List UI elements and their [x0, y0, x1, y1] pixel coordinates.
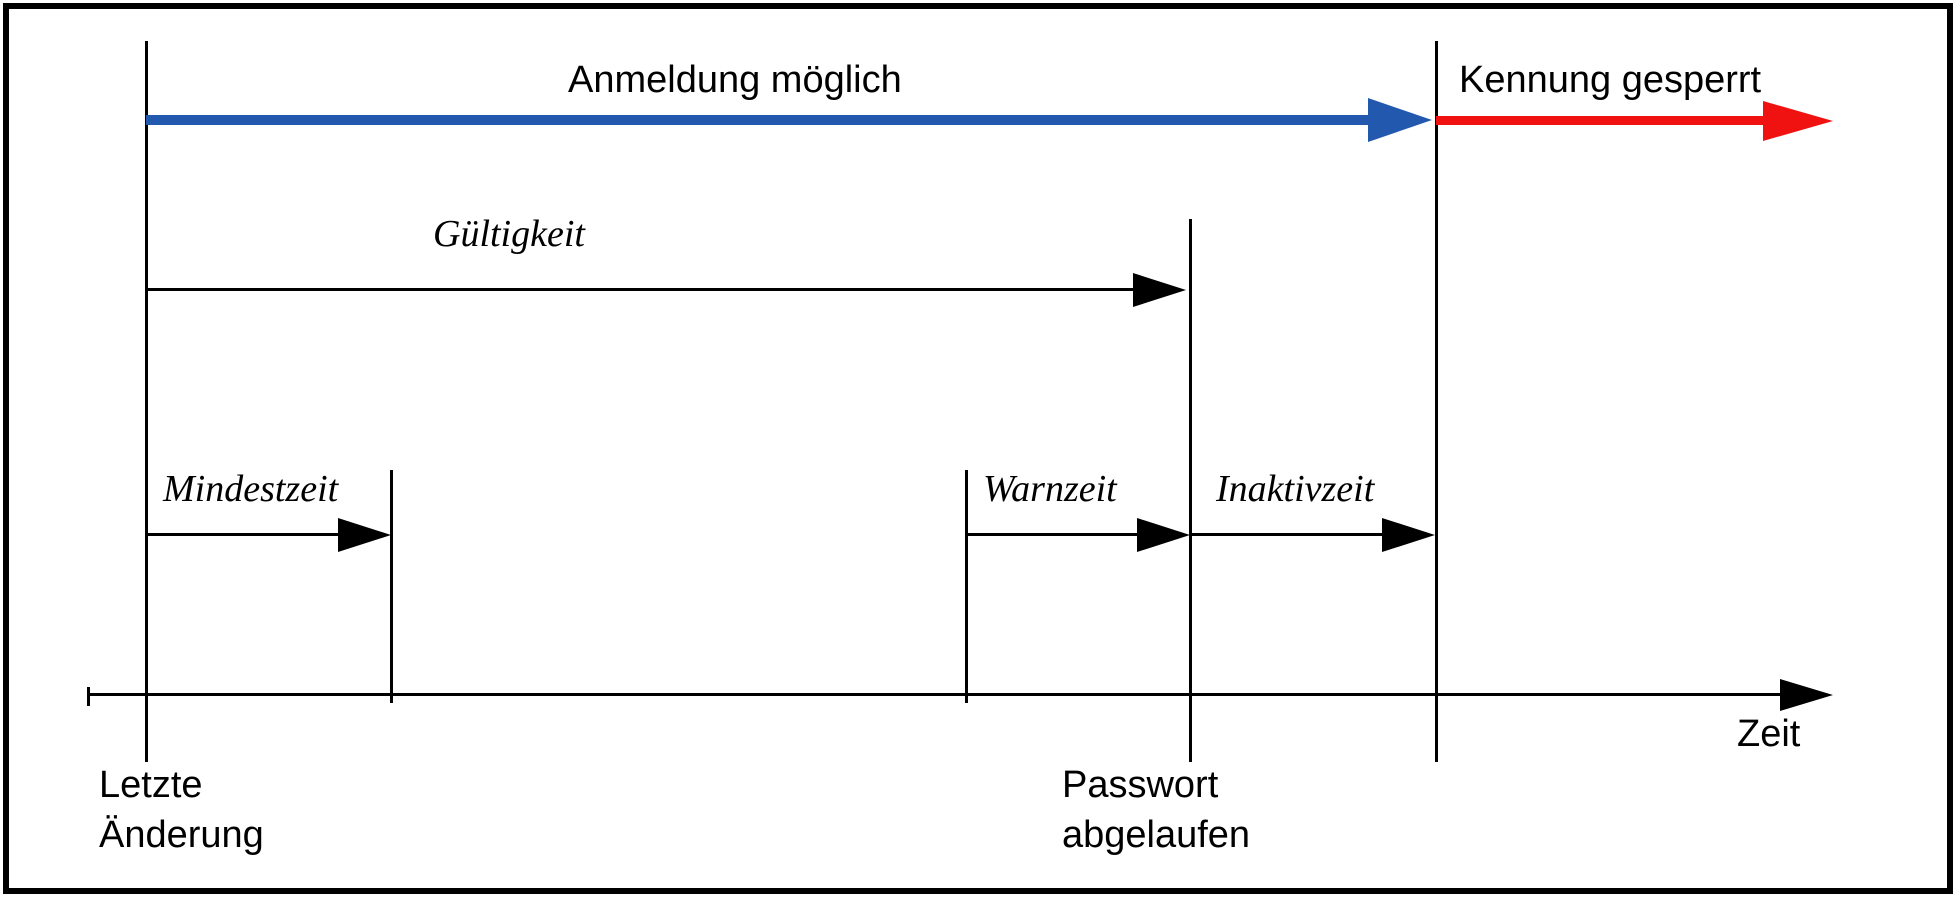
- login-possible-arrow-line: [146, 115, 1372, 125]
- login-possible-arrowhead-icon: [1368, 98, 1432, 142]
- minimum-time-end-line: [390, 470, 393, 703]
- password-expired-line: [1189, 219, 1192, 762]
- time-axis-label: Zeit: [1737, 713, 1801, 755]
- warning-time-arrow-line: [966, 533, 1140, 536]
- validity-label: Gültigkeit: [433, 213, 585, 255]
- account-locked-arrow-line: [1436, 116, 1768, 125]
- time-axis-line: [88, 693, 1780, 696]
- minimum-time-label: Mindestzeit: [163, 468, 339, 510]
- account-locked-line: [1435, 41, 1438, 762]
- inactivity-time-arrow-line: [1191, 533, 1385, 536]
- last-change-line: [145, 41, 148, 762]
- minimum-time-arrow-line: [146, 533, 342, 536]
- inactivity-time-arrowhead-icon: [1382, 518, 1435, 552]
- time-axis-arrowhead-icon: [1780, 679, 1833, 711]
- password-expired-label: Passwort abgelaufen: [1062, 764, 1251, 857]
- minimum-time-arrowhead-icon: [338, 518, 391, 552]
- validity-arrowhead-icon: [1133, 273, 1186, 307]
- warning-time-start-line: [965, 470, 968, 703]
- validity-arrow-line: [146, 288, 1137, 291]
- inactivity-time-label: Inaktivzeit: [1216, 468, 1375, 510]
- warning-time-arrowhead-icon: [1137, 518, 1190, 552]
- diagram-border: [3, 3, 1953, 894]
- time-axis-origin-tick: [87, 687, 90, 706]
- account-locked-label: Kennung gesperrt: [1459, 59, 1762, 101]
- account-locked-arrowhead-icon: [1763, 101, 1833, 141]
- login-possible-label: Anmeldung möglich: [568, 59, 902, 101]
- last-change-label: Letzte Änderung: [99, 764, 264, 857]
- warning-time-label: Warnzeit: [983, 468, 1117, 510]
